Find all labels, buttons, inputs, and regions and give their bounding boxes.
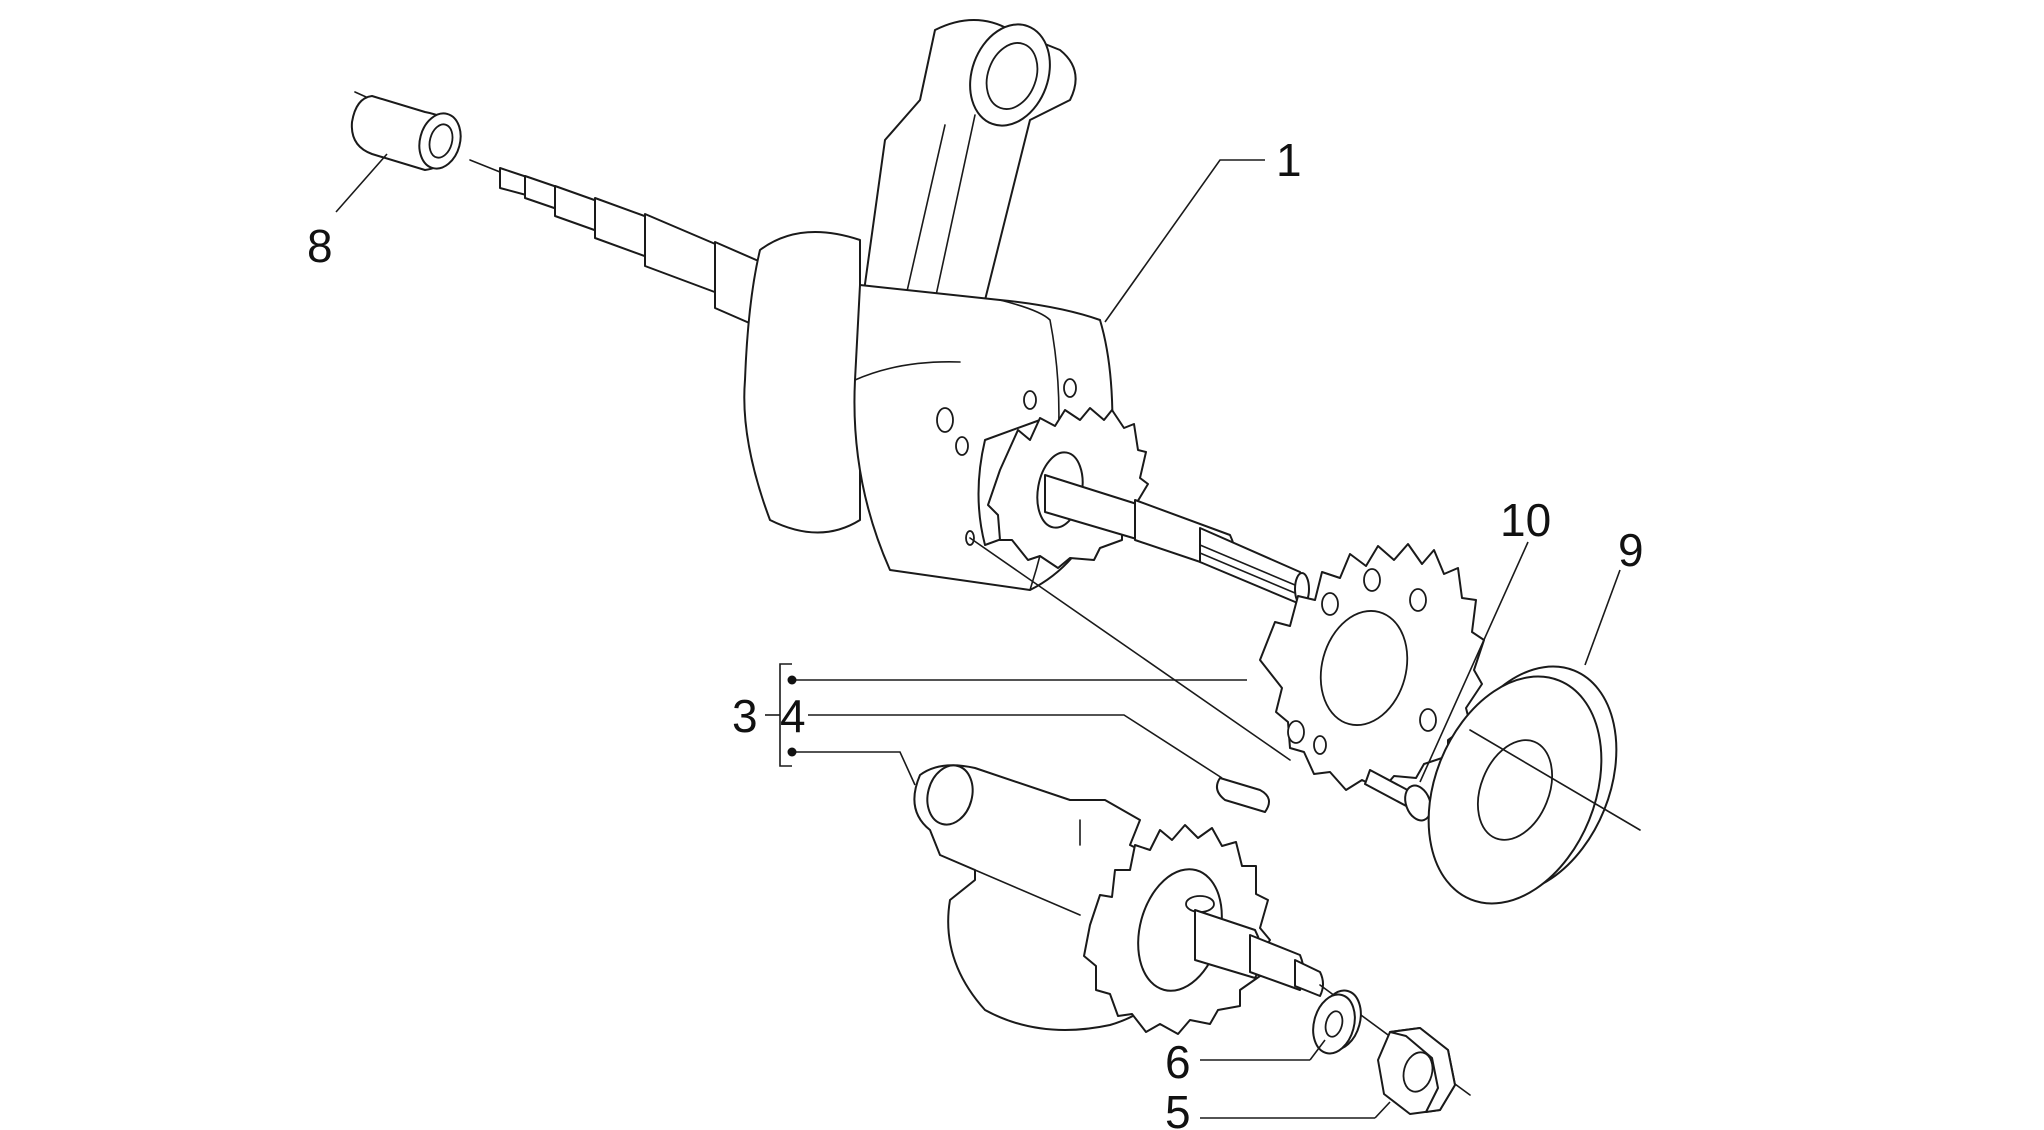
part-1-crankshaft xyxy=(469,19,1601,811)
callout-5: 5 xyxy=(1165,1086,1191,1130)
part-3-gear xyxy=(1259,543,1485,791)
part-4-key xyxy=(1215,777,1270,813)
part-6-washer xyxy=(1312,989,1362,1055)
leader-lines xyxy=(335,153,1621,1119)
callout-9: 9 xyxy=(1618,524,1644,576)
leader-dots xyxy=(787,675,797,757)
callout-10: 10 xyxy=(1500,494,1551,546)
callout-4: 4 xyxy=(780,690,806,742)
callout-6: 6 xyxy=(1165,1036,1191,1088)
part-5-nut xyxy=(1377,1027,1456,1115)
callouts: 1 8 10 9 3 4 6 5 xyxy=(307,134,1644,1130)
callout-8: 8 xyxy=(307,220,333,272)
balance-shaft xyxy=(913,764,1471,1096)
part-9-washer xyxy=(1427,665,1641,905)
part-10-screw xyxy=(1364,769,1432,822)
callout-1: 1 xyxy=(1276,134,1302,186)
part-8-bushing xyxy=(350,91,462,171)
callout-3: 3 xyxy=(732,690,758,742)
